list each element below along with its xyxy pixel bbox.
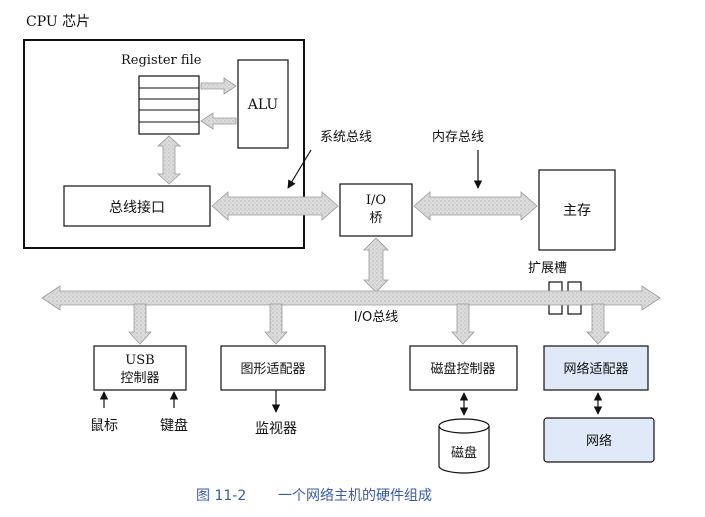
bridge-to-io-bus-arrow [363, 237, 389, 293]
io-bridge-label-line2: 桥 [369, 211, 382, 226]
system-bus-arrow [211, 191, 339, 221]
keyboard-label: 键盘 [160, 417, 188, 434]
figure-number: 图 11-2 [196, 488, 246, 504]
network-box [543, 417, 655, 463]
expansion-slots-label: 扩展槽 [528, 261, 567, 276]
io-bus-to-usb-arrow [128, 303, 152, 345]
monitor-label: 监视器 [255, 421, 297, 437]
bus-interface-label: 总线接口 [109, 199, 165, 216]
usb-controller-box [93, 345, 187, 391]
register-file-label: Register file [121, 53, 202, 68]
io-bus-to-disk-controller-arrow [451, 303, 475, 345]
network-adapter-box [543, 345, 649, 391]
network-adapter-label: 网络适配器 [563, 361, 628, 377]
figure-caption: 一个网络主机的硬件组成 [278, 488, 432, 504]
io-bus-arrow [41, 285, 661, 311]
disk-cylinder [438, 418, 490, 474]
disk-controller-box [409, 345, 518, 391]
system-bus-label: 系统总线 [320, 130, 372, 145]
graphics-adapter-label: 图形适配器 [240, 362, 305, 377]
alu-label: ALU [247, 97, 279, 113]
io-bridge-label-line1: I/O [366, 193, 386, 208]
main-memory-label: 主存 [563, 203, 591, 219]
usb-controller-label-line2: 控制器 [120, 371, 159, 386]
usb-controller-label-line1: USB [125, 353, 154, 368]
mouse-label: 鼠标 [90, 418, 118, 434]
alu-box [237, 59, 289, 149]
cpu-chip-title: CPU 芯片 [26, 14, 90, 30]
register-file [138, 75, 200, 135]
memory-bus-arrow [413, 191, 538, 221]
main-memory-box [538, 169, 616, 251]
io-bus-label: I/O总线 [354, 310, 398, 325]
memory-bus-label: 内存总线 [432, 129, 484, 145]
bus-interface-box [63, 185, 211, 227]
register-to-bus-interface-arrow [156, 135, 182, 185]
alu-to-register-arrow [200, 112, 237, 130]
bus-arrows [41, 77, 661, 345]
io-bus-to-network-adapter-arrow [586, 303, 610, 345]
device-arrows [99, 149, 603, 416]
network-label: 网络 [586, 433, 612, 449]
io-bus-to-graphics-arrow [264, 303, 288, 345]
disk-label: 磁盘 [451, 445, 477, 461]
io-bridge-box [339, 183, 413, 237]
disk-controller-label: 磁盘控制器 [430, 361, 495, 377]
graphics-adapter-box [220, 345, 326, 391]
register-to-alu-arrow [200, 77, 237, 95]
system-bus-pointer [287, 149, 312, 189]
